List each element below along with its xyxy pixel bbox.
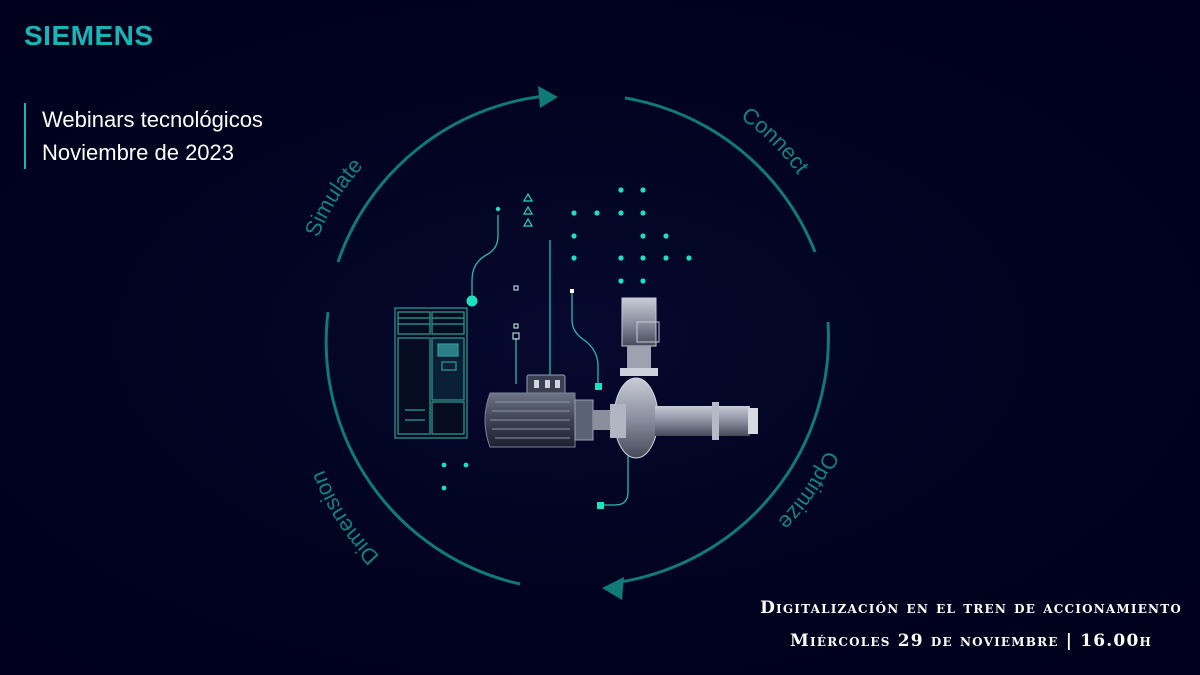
siemens-logo: SIEMENS [24, 20, 154, 51]
event-datetime: Miércoles 29 de noviembre | 16.00h [790, 631, 1153, 651]
webinar-header: Webinars tecnológicos Noviembre de 2023 [24, 103, 263, 169]
webinar-series-title: Webinars tecnológicos [42, 107, 263, 132]
pump-assembly [610, 297, 758, 459]
cycle-label-simulate: Simulate [300, 153, 368, 240]
ring-arc-left [324, 311, 521, 586]
webinar-month: Noviembre de 2023 [42, 140, 235, 165]
signal-lines [471, 215, 629, 506]
ring-arc-bottom-right [619, 321, 830, 584]
cycle-label-optimize: Optimize [774, 448, 845, 535]
data-dot-grid [441, 187, 692, 491]
event-info: Digitalización en el tren de accionamien… [760, 592, 1182, 658]
cycle-ring [324, 94, 830, 586]
cycle-label-connect: Connect [737, 102, 814, 178]
converter-cabinet [394, 307, 468, 439]
sensor-square-icon [597, 502, 604, 509]
sensor-node-icon [466, 295, 478, 307]
triangle-markers-icon [522, 192, 534, 227]
ring-arc-top-right [624, 96, 817, 253]
arrow-head-top-icon [538, 86, 558, 108]
arrow-head-bottom-icon [602, 577, 624, 600]
ring-arc-top-left [336, 94, 546, 263]
electric-motor [484, 374, 615, 448]
event-title: Digitalización en el tren de accionamien… [760, 598, 1182, 618]
sensor-square-icon [595, 383, 602, 390]
